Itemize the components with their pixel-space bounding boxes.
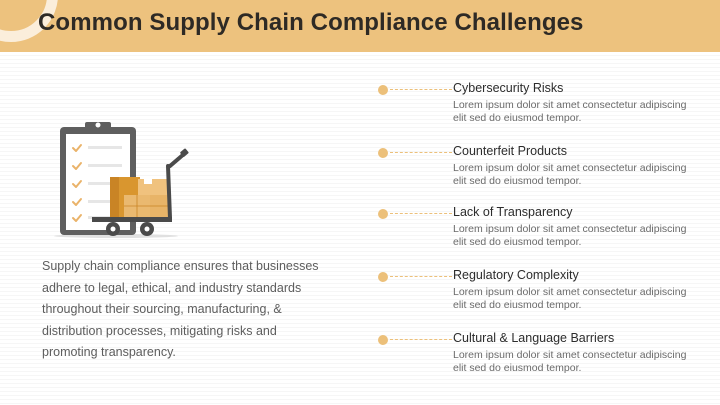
challenge-item-cultural: Cultural & Language Barriers Lorem ipsum… xyxy=(378,331,698,381)
challenge-item-counterfeit: Counterfeit Products Lorem ipsum dolor s… xyxy=(378,144,698,194)
challenge-description: Lorem ipsum dolor sit amet consectetur a… xyxy=(453,349,687,374)
challenge-title: Cybersecurity Risks xyxy=(453,81,564,95)
bullet-dot-icon xyxy=(378,335,388,345)
bullet-dot-icon xyxy=(378,272,388,282)
challenge-item-transparency: Lack of Transparency Lorem ipsum dolor s… xyxy=(378,205,698,255)
bullet-dot-icon xyxy=(378,85,388,95)
dashed-connector xyxy=(390,152,452,153)
header-bar: Common Supply Chain Compliance Challenge… xyxy=(0,0,720,52)
challenge-description: Lorem ipsum dolor sit amet consectetur a… xyxy=(453,99,687,124)
challenge-title: Counterfeit Products xyxy=(453,144,567,158)
bullet-dot-icon xyxy=(378,209,388,219)
challenge-item-regulatory: Regulatory Complexity Lorem ipsum dolor … xyxy=(378,268,698,318)
challenge-title: Regulatory Complexity xyxy=(453,268,579,282)
challenge-item-cybersecurity: Cybersecurity Risks Lorem ipsum dolor si… xyxy=(378,81,698,131)
dashed-connector xyxy=(390,89,452,90)
challenge-description: Lorem ipsum dolor sit amet consectetur a… xyxy=(453,286,687,311)
dashed-connector xyxy=(390,276,452,277)
page-title: Common Supply Chain Compliance Challenge… xyxy=(38,9,584,36)
bullet-dot-icon xyxy=(378,148,388,158)
dashed-connector xyxy=(390,213,452,214)
dashed-connector xyxy=(390,339,452,340)
challenge-description: Lorem ipsum dolor sit amet consectetur a… xyxy=(453,223,687,248)
description-text: Supply chain compliance ensures that bus… xyxy=(42,259,319,360)
challenge-title: Lack of Transparency xyxy=(453,205,573,219)
challenge-description: Lorem ipsum dolor sit amet consectetur a… xyxy=(453,162,687,187)
clipboard-with-boxes-hand-truck-icon xyxy=(54,122,189,238)
challenge-title: Cultural & Language Barriers xyxy=(453,331,615,345)
